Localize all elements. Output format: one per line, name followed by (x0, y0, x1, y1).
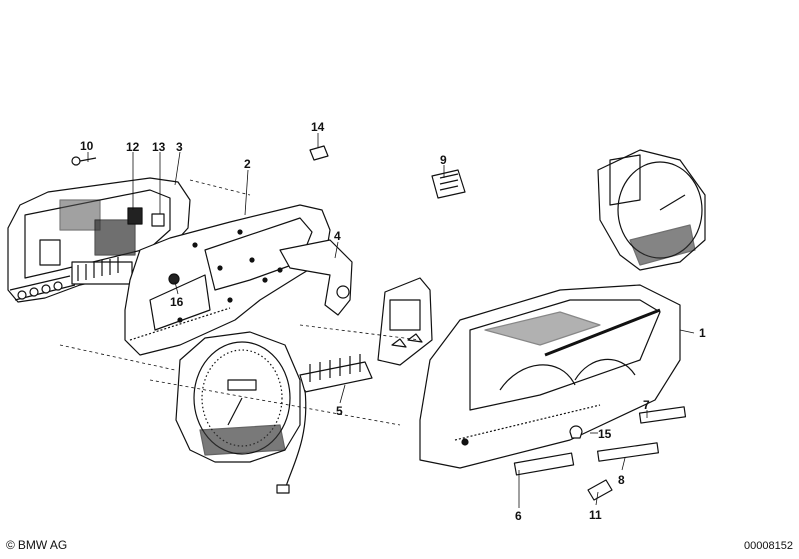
brand-name: BMW AG (17, 538, 68, 552)
screw-part (71, 156, 97, 166)
callout-4: 4 (334, 229, 341, 243)
callout-10: 10 (80, 139, 94, 153)
callout-14: 14 (311, 120, 325, 134)
bulb-part-15 (569, 425, 583, 439)
speedometer-part (175, 331, 301, 463)
drawing-number: 00008152 (744, 540, 793, 552)
bulb-holder-part-12 (127, 207, 143, 225)
callout-3: 3 (176, 140, 183, 154)
bulb-part-16 (168, 273, 180, 285)
gauge-assembly-part (597, 149, 706, 271)
connector-strip-part (276, 354, 373, 494)
leader-lines (87, 133, 695, 508)
bulb-part-14 (309, 145, 329, 161)
pin-part (587, 479, 613, 501)
cluster-housing-part (419, 284, 681, 469)
callout-13: 13 (152, 140, 166, 154)
callout-15: 15 (598, 427, 612, 441)
socket-part (431, 169, 466, 199)
callout-8: 8 (618, 473, 625, 487)
printed-circuit-board-part (124, 204, 331, 356)
alignment-lines (59, 179, 421, 426)
callout-7: 7 (643, 398, 650, 412)
indicator-strip-part-6 (513, 452, 575, 476)
callout-1: 1 (699, 326, 706, 340)
copyright-symbol: © (6, 538, 15, 552)
callout-9: 9 (440, 153, 447, 167)
rear-housing-part (7, 177, 191, 303)
fuel-gauge-panel-part (377, 277, 433, 366)
callout-12: 12 (126, 140, 140, 154)
callout-11: 11 (589, 508, 602, 522)
callout-5: 5 (336, 404, 343, 418)
callout-16: 16 (170, 295, 184, 309)
copyright-notice: © BMW AG (6, 538, 67, 552)
indicator-strip-part-7 (638, 406, 687, 424)
callout-labels: 1 2 3 4 5 6 7 8 9 10 11 12 13 14 15 16 (80, 120, 706, 523)
indicator-strip-part-8 (596, 442, 660, 462)
callout-6: 6 (515, 509, 522, 523)
bulb-holder-part-13 (151, 213, 165, 227)
callout-2: 2 (244, 157, 251, 171)
